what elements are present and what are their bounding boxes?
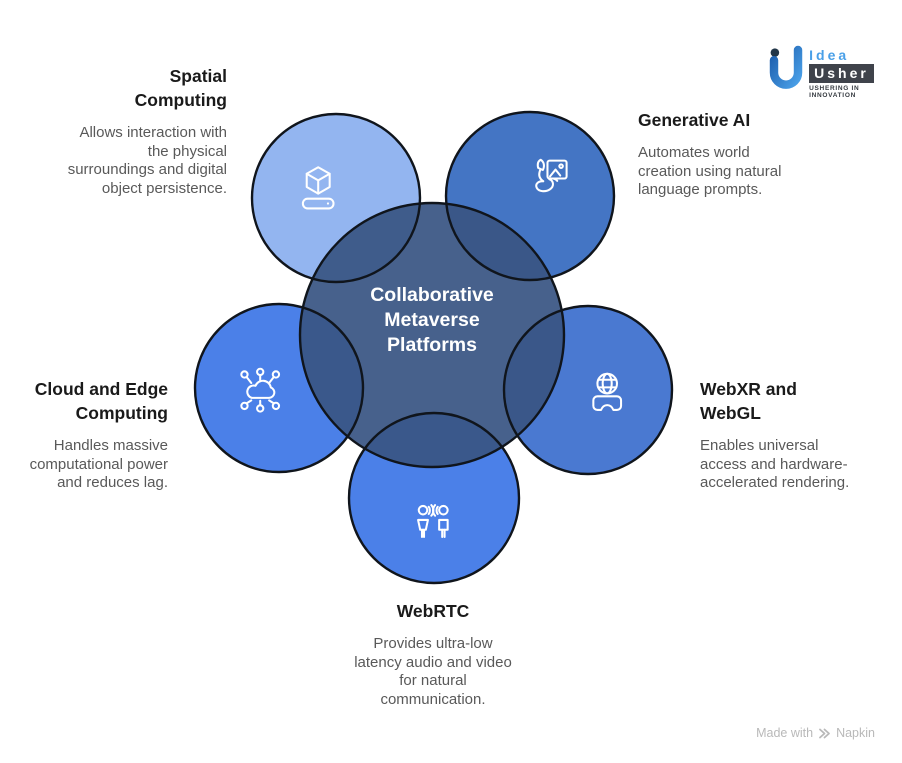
node-description: Enables universal access and hardware- a…	[700, 437, 850, 491]
logo-usher-text: Usher	[809, 64, 874, 83]
idea-usher-logo: Idea Usher USHERING IN INNOVATION	[766, 44, 902, 99]
center-title: Collaborative Metaverse Platforms	[370, 284, 494, 356]
node-description: Provides ultra-low latency audio and vid…	[354, 635, 512, 708]
node-title: WebXR and WebGL	[700, 379, 797, 423]
node-title: Spatial Computing	[134, 66, 227, 110]
people-talking-icon	[417, 504, 449, 538]
webxr-webgl-label: WebXR and WebGL Enables universal access…	[700, 377, 849, 493]
logo-tagline: USHERING IN INNOVATION	[809, 85, 860, 99]
made-with-napkin-badge: Made with Napkin	[756, 726, 875, 740]
napkin-brand-text: Napkin	[836, 726, 875, 740]
node-description: Allows interaction with the physical sur…	[67, 124, 227, 197]
node-description: Automates world creation using natural l…	[638, 144, 782, 198]
circle-outlines	[193, 110, 674, 585]
idea-usher-logo-text: Idea Usher USHERING IN INNOVATION	[809, 44, 902, 99]
globe-vr-headset-icon	[592, 372, 623, 411]
made-with-text: Made with	[756, 726, 814, 740]
node-title: Generative AI	[638, 110, 751, 130]
webrtc-label: WebRTC Provides ultra-low latency audio …	[354, 599, 512, 709]
napkin-icon	[819, 728, 830, 738]
node-title: WebRTC	[396, 601, 470, 621]
node-title: Cloud and Edge Computing	[34, 379, 168, 423]
spatial-computing-label: Spatial Computing Allows interaction wit…	[68, 64, 227, 198]
logo-idea-text: Idea	[809, 47, 850, 63]
cube-on-platform-icon	[301, 166, 335, 210]
node-description: Handles massive computational power and …	[29, 437, 168, 491]
generative-ai-label: Generative AI Automates world creation u…	[638, 108, 781, 200]
cloud-network-icon	[240, 367, 281, 413]
cloud-edge-label: Cloud and Edge Computing Handles massive…	[30, 377, 168, 493]
center-circle	[300, 203, 564, 467]
paintbrush-picture-icon	[535, 158, 568, 193]
idea-usher-logo-mark	[769, 45, 803, 89]
